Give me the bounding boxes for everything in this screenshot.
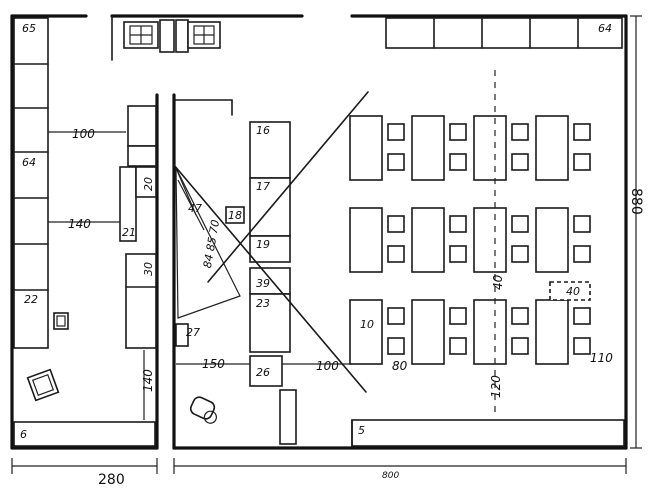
label-64-right: 64 <box>598 22 612 35</box>
dining-chair <box>573 337 591 355</box>
label-27: 27 <box>186 326 200 339</box>
dining-chair <box>511 153 529 171</box>
dining-table <box>535 115 569 181</box>
dining-chair <box>387 307 405 325</box>
dining-table <box>473 207 507 273</box>
dining-chair <box>449 123 467 141</box>
bin-unit <box>189 396 218 424</box>
dim-280: 280 <box>98 472 125 488</box>
dining-table <box>473 115 507 181</box>
stack-text: 84 85 70 <box>201 219 222 269</box>
dining-table <box>411 115 445 181</box>
cabinet-65 <box>13 17 49 349</box>
dim-140-a: 140 <box>68 217 91 231</box>
dining-table <box>411 299 445 365</box>
label-65: 65 <box>22 22 36 35</box>
dining-chair <box>449 337 467 355</box>
label-47: 47 <box>188 202 202 215</box>
unit-17 <box>249 177 291 237</box>
dim-110: 110 <box>590 351 613 365</box>
dimensions: 100 140 140 150 100 80 40 120 110 880 28… <box>11 15 644 488</box>
outer-walls <box>10 14 628 450</box>
dining-chair <box>511 307 529 325</box>
label-39: 39 <box>256 277 270 290</box>
unit-27 <box>175 323 189 347</box>
dining-chair <box>387 153 405 171</box>
unit-26 <box>249 355 283 387</box>
label-40: 40 <box>566 285 580 298</box>
label-16: 16 <box>256 124 270 137</box>
dim-120: 120 <box>489 375 503 398</box>
rotated-unit <box>26 368 60 402</box>
dim-40: 40 <box>491 274 505 290</box>
unit-18 <box>225 206 245 224</box>
label-5: 5 <box>358 424 365 437</box>
dining-area <box>349 115 591 365</box>
dining-chair <box>511 123 529 141</box>
small-unit-left <box>53 312 69 330</box>
dining-table <box>349 207 383 273</box>
dim-140-b: 140 <box>141 369 155 392</box>
label-17: 17 <box>256 180 270 193</box>
dim-800: 800 <box>382 471 399 481</box>
dining-chair <box>511 337 529 355</box>
dining-extras: 10 40 5 <box>351 281 625 447</box>
dining-table <box>473 299 507 365</box>
label-23: 23 <box>256 297 270 310</box>
dining-chair <box>449 245 467 263</box>
dim-100: 100 <box>72 127 95 141</box>
label-10: 10 <box>360 318 374 331</box>
dining-chair <box>573 215 591 233</box>
label-21: 21 <box>122 226 136 239</box>
label-22: 22 <box>24 293 38 306</box>
dining-chair <box>449 215 467 233</box>
unit-39 <box>249 267 291 295</box>
dim-80: 80 <box>392 359 408 373</box>
label-19: 19 <box>256 238 270 251</box>
label-64-left: 64 <box>22 156 36 169</box>
left-room-appliances: 20 21 30 <box>119 105 157 349</box>
label-6: 6 <box>20 428 27 441</box>
dining-chair <box>511 215 529 233</box>
dim-880: 880 <box>628 188 644 215</box>
label-20: 20 <box>142 177 155 191</box>
unit-40-box <box>549 281 591 301</box>
unit-16 <box>249 121 291 179</box>
dim-100-b: 100 <box>316 359 339 373</box>
bottom-counter-5 <box>351 419 625 447</box>
dining-chair <box>573 123 591 141</box>
dining-chair <box>449 307 467 325</box>
unit-23 <box>249 293 291 353</box>
dining-chair <box>387 215 405 233</box>
dining-table <box>349 115 383 181</box>
dining-table <box>535 299 569 365</box>
top-right-cabinets: 64 <box>385 17 623 49</box>
dining-chair <box>387 337 405 355</box>
top-sinks <box>123 19 221 53</box>
diagonal-lines <box>173 91 369 393</box>
label-18: 18 <box>228 209 242 222</box>
dining-table <box>535 207 569 273</box>
unit-19 <box>249 235 291 263</box>
bottom-counter-6 <box>13 421 156 447</box>
dining-table <box>411 207 445 273</box>
left-wall-cabinets: 65 64 22 6 <box>13 17 156 447</box>
dining-table <box>349 299 383 365</box>
dining-chair <box>573 153 591 171</box>
label-26: 26 <box>256 366 270 379</box>
label-30: 30 <box>142 262 155 276</box>
dining-chair <box>511 245 529 263</box>
dim-150: 150 <box>202 357 225 371</box>
unit-30 <box>125 253 157 349</box>
unit-21 <box>119 166 137 242</box>
dining-chair <box>573 307 591 325</box>
dining-chair <box>387 245 405 263</box>
dining-chair <box>573 245 591 263</box>
dining-chair <box>387 123 405 141</box>
dining-chair <box>449 153 467 171</box>
serving-line: 16 17 19 39 23 26 18 27 84 85 70 47 <box>175 121 297 445</box>
